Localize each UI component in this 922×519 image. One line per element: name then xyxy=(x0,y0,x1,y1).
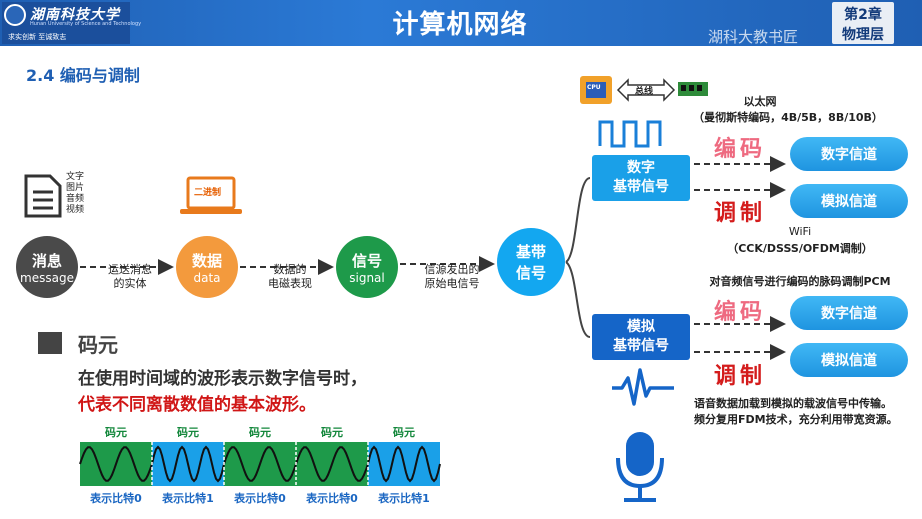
digital-box-line1: 数字 xyxy=(627,160,655,176)
arrow2-line1: 数据的 xyxy=(273,263,307,276)
cell-label-4: 码元 xyxy=(393,426,415,439)
message-cn: 消息 xyxy=(31,251,62,270)
arrow1-line2: 的实体 xyxy=(113,277,147,290)
arrow2-label: 数据的 电磁表现 xyxy=(258,263,322,291)
arrow1-label: 运送消息 的实体 xyxy=(100,263,160,291)
binary-label: 二进制 xyxy=(194,188,222,198)
bullet-square-icon xyxy=(38,332,62,354)
chapter-label: 第2章 xyxy=(844,7,882,23)
cell-label-0: 码元 xyxy=(105,426,127,439)
symbol-title: 码元 xyxy=(78,333,118,357)
arrow3-line2: 原始电信号 xyxy=(424,277,480,290)
analog-box-line2: 基带信号 xyxy=(613,338,669,354)
wifi-label: WiFi xyxy=(788,225,812,238)
signal-node: 信号 signal xyxy=(336,236,398,298)
branch-analog xyxy=(565,261,591,338)
document-icon xyxy=(24,174,62,218)
ethernet-detail: （曼彻斯特编码，4B/5B，8B/10B） xyxy=(693,111,883,124)
cell-label-3: 码元 xyxy=(321,426,343,439)
encode-label-top: 编码 xyxy=(714,137,767,162)
message-en: message xyxy=(20,270,74,285)
university-emblem-icon xyxy=(4,4,26,26)
ethernet-label: 以太网 xyxy=(743,95,777,108)
arrow3-label: 信源发出的 原始电信号 xyxy=(412,263,492,291)
laptop-icon xyxy=(180,176,242,214)
symbol-desc-line2: 代表不同离散数值的基本波形。 xyxy=(78,395,316,415)
watermark: 湖科大教书匠 xyxy=(708,28,799,46)
analog-channel-bottom: 模拟信道 xyxy=(790,343,908,377)
data-node: 数据 data xyxy=(176,236,238,298)
header-bar xyxy=(0,0,922,46)
cell-label-2: 码元 xyxy=(249,426,271,439)
digital-channel-bottom: 数字信道 xyxy=(790,296,908,330)
logo-subtitle: Hunan University of Science and Technolo… xyxy=(30,21,142,27)
digital-box-line2: 基带信号 xyxy=(613,179,669,195)
message-node: 消息 message xyxy=(16,236,78,298)
branch-digital xyxy=(565,177,591,263)
square-wave-icon xyxy=(598,120,662,148)
cell-label-1: 码元 xyxy=(177,426,199,439)
logo-name: 湖南科技大学 xyxy=(30,7,120,23)
voice-line2: 频分复用FDM技术，充分利用带宽资源。 xyxy=(694,413,898,426)
encode-label-bottom: 编码 xyxy=(714,300,767,325)
arrow2-line2: 电磁表现 xyxy=(268,277,312,290)
bit-label-4: 表示比特1 xyxy=(378,492,430,505)
voice-line1: 语音数据加载到模拟的载波信号中传输。 xyxy=(694,397,892,410)
bit-label-1: 表示比特1 xyxy=(162,492,214,505)
logo-motto: 求实创新 至诚致志 xyxy=(8,33,67,41)
media-video: 视频 xyxy=(66,205,85,215)
bit-label-0: 表示比特0 xyxy=(90,492,142,505)
baseband-line2: 信号 xyxy=(515,264,546,282)
bus-arrow-icon xyxy=(616,78,676,102)
baseband-node: 基带 信号 xyxy=(497,228,565,296)
analog-box-line1: 模拟 xyxy=(627,319,655,335)
bit-label-3: 表示比特0 xyxy=(306,492,358,505)
section-title: 2.4 编码与调制 xyxy=(26,66,140,85)
pcm-label: 对音频信号进行编码的脉码调制PCM xyxy=(709,275,891,288)
layer-label: 物理层 xyxy=(842,27,884,43)
wifi-detail: （CCK/DSSS/OFDM调制） xyxy=(727,242,873,255)
digital-channel-top: 数字信道 xyxy=(790,137,908,171)
waveform-strip xyxy=(79,442,441,486)
data-en: data xyxy=(193,270,221,285)
modulate-label-bottom: 调制 xyxy=(714,364,767,389)
signal-cn: 信号 xyxy=(351,251,382,270)
audio-wave-icon xyxy=(612,368,674,406)
memory-icon xyxy=(678,82,708,96)
media-text: 文字 xyxy=(66,172,85,182)
arrow3-line1: 信源发出的 xyxy=(424,263,480,276)
waveform-line xyxy=(79,445,441,483)
signal-en: signal xyxy=(349,270,385,285)
arrow1-line1: 运送消息 xyxy=(108,263,152,276)
analog-channel-top: 模拟信道 xyxy=(790,184,908,218)
bit-label-2: 表示比特0 xyxy=(234,492,286,505)
chapter-badge xyxy=(832,2,894,44)
media-types: 文字 图片 音频 视频 xyxy=(66,172,84,216)
baseband-line1: 基带 xyxy=(515,243,546,261)
symbol-desc-line1: 在使用时间域的波形表示数字信号时， xyxy=(78,369,367,389)
digital-baseband-box: 数字 基带信号 xyxy=(592,155,690,201)
microphone-icon xyxy=(616,432,664,502)
analog-baseband-box: 模拟 基带信号 xyxy=(592,314,690,360)
media-image: 图片 xyxy=(66,183,85,193)
cpu-label: CPU xyxy=(587,84,601,91)
bus-label: 总线 xyxy=(635,87,654,97)
page-title: 计算机网络 xyxy=(392,10,528,40)
modulate-label-top: 调制 xyxy=(714,201,767,226)
cpu-icon xyxy=(580,76,612,104)
data-cn: 数据 xyxy=(191,251,222,270)
media-audio: 音频 xyxy=(66,194,85,204)
